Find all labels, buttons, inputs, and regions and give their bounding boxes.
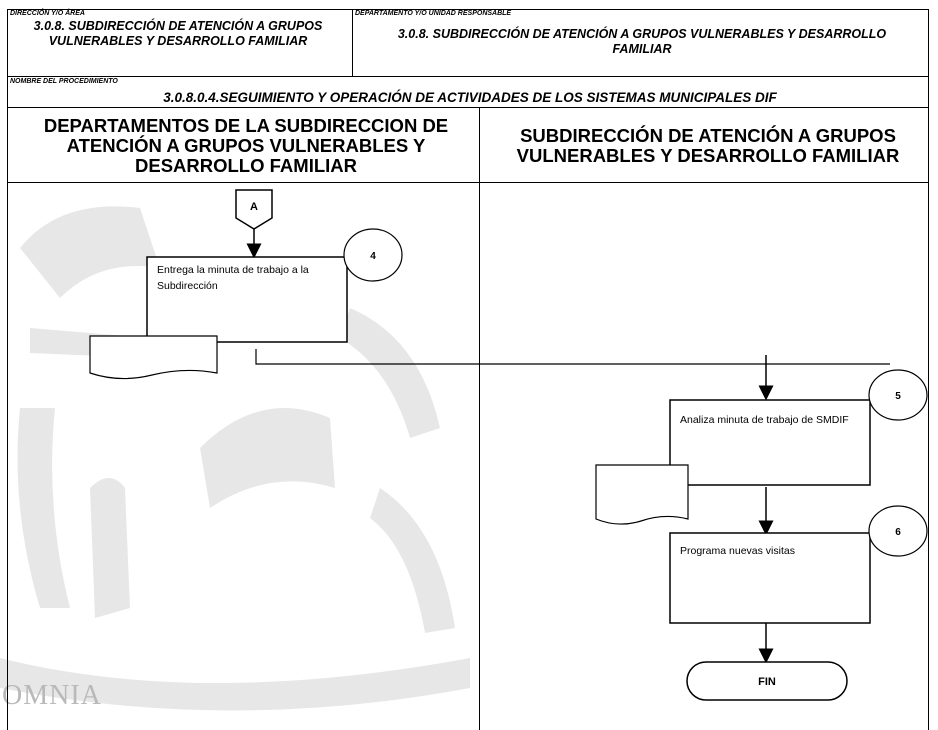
watermark-seal-image <box>0 206 470 711</box>
step6-text: Programa nuevas visitas <box>680 545 795 557</box>
step6-number: 6 <box>895 527 901 538</box>
lane-header-bottom-border <box>7 182 929 183</box>
procedure-value: 3.0.8.0.4.SEGUIMIENTO Y OPERACIÓN DE ACT… <box>163 90 777 105</box>
header-row-divider <box>7 76 929 77</box>
step4-number-circle <box>343 228 403 282</box>
step4-process-box <box>146 256 348 343</box>
department-label: DEPARTAMENTO Y/O UNIDAD RESPONSABLE <box>355 10 512 17</box>
connector-step4-to-step5 <box>255 349 890 365</box>
area-value: 3.0.8. SUBDIRECCIÓN DE ATENCIÓN A GRUPOS… <box>33 19 323 48</box>
step4-text: Entrega la minuta de trabajo a la Subdir… <box>157 264 309 292</box>
step6-number-circle <box>868 505 928 557</box>
header-right-border <box>928 9 929 730</box>
step5-process-box <box>669 399 871 486</box>
end-terminator <box>686 661 848 701</box>
step4-document-icon <box>89 335 218 380</box>
header-top-border <box>7 9 929 10</box>
step6-process-box <box>669 532 871 624</box>
header-divider-vertical <box>352 9 353 76</box>
department-value: 3.0.8. SUBDIRECCIÓN DE ATENCIÓN A GRUPOS… <box>397 27 887 56</box>
offpage-connector-a <box>235 189 273 230</box>
header-left-border <box>7 9 8 730</box>
connector-a-label: A <box>250 201 258 213</box>
step5-number-circle <box>868 369 928 421</box>
area-label: DIRECCIÓN Y/O ÁREA <box>10 10 85 17</box>
step4-number: 4 <box>370 251 376 262</box>
procedure-label: NOMBRE DEL PROCEDIMIENTO <box>10 78 118 85</box>
procedure-row-divider <box>7 107 929 108</box>
right-lane-title: SUBDIRECCIÓN DE ATENCIÓN A GRUPOS VULNER… <box>516 125 900 166</box>
step5-document-icon <box>595 464 689 525</box>
step5-text: Analiza minuta de trabajo de SMDIF <box>680 414 849 426</box>
lane-divider <box>479 107 480 730</box>
step5-number: 5 <box>895 391 901 402</box>
end-label: FIN <box>758 676 776 688</box>
left-lane-title: DEPARTAMENTOS DE LA SUBDIRECCION DE ATEN… <box>43 115 449 176</box>
watermark-omnia-text: OMNIA <box>2 680 102 711</box>
